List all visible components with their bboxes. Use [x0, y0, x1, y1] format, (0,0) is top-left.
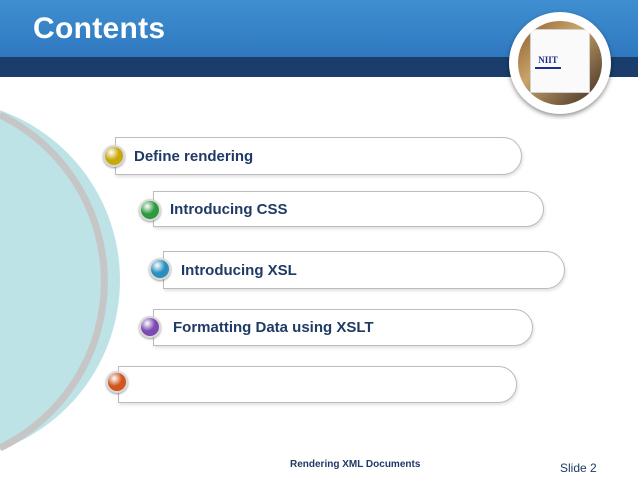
bullet-icon — [103, 145, 125, 167]
bullet-icon — [149, 258, 171, 280]
bullet-icon — [139, 316, 161, 338]
list-item: Introducing CSS — [153, 191, 544, 227]
logo-card — [530, 29, 590, 93]
logo-underline — [535, 67, 561, 69]
teal-circle — [0, 110, 120, 450]
item-label: Introducing CSS — [170, 200, 288, 218]
item-label: Introducing XSL — [181, 261, 297, 279]
bullet-icon — [139, 199, 161, 221]
slide-number: Slide 2 — [560, 461, 597, 475]
item-label: Formatting Data using XSLT — [173, 319, 374, 336]
bullet-icon — [106, 371, 128, 393]
list-item: Define rendering — [115, 137, 522, 175]
niit-logo-text: NIIT — [538, 55, 558, 65]
header-stripe — [0, 57, 638, 77]
footer-title: Rendering XML Documents — [290, 459, 421, 470]
logo-photo: NIIT — [518, 21, 602, 105]
list-item: Introducing XSL — [163, 251, 565, 289]
list-item — [118, 366, 517, 403]
item-label: Define rendering — [134, 147, 254, 165]
list-item: Formatting Data using XSLT — [153, 309, 533, 346]
grey-arc — [0, 111, 108, 452]
slide-title: Contents — [33, 12, 166, 45]
